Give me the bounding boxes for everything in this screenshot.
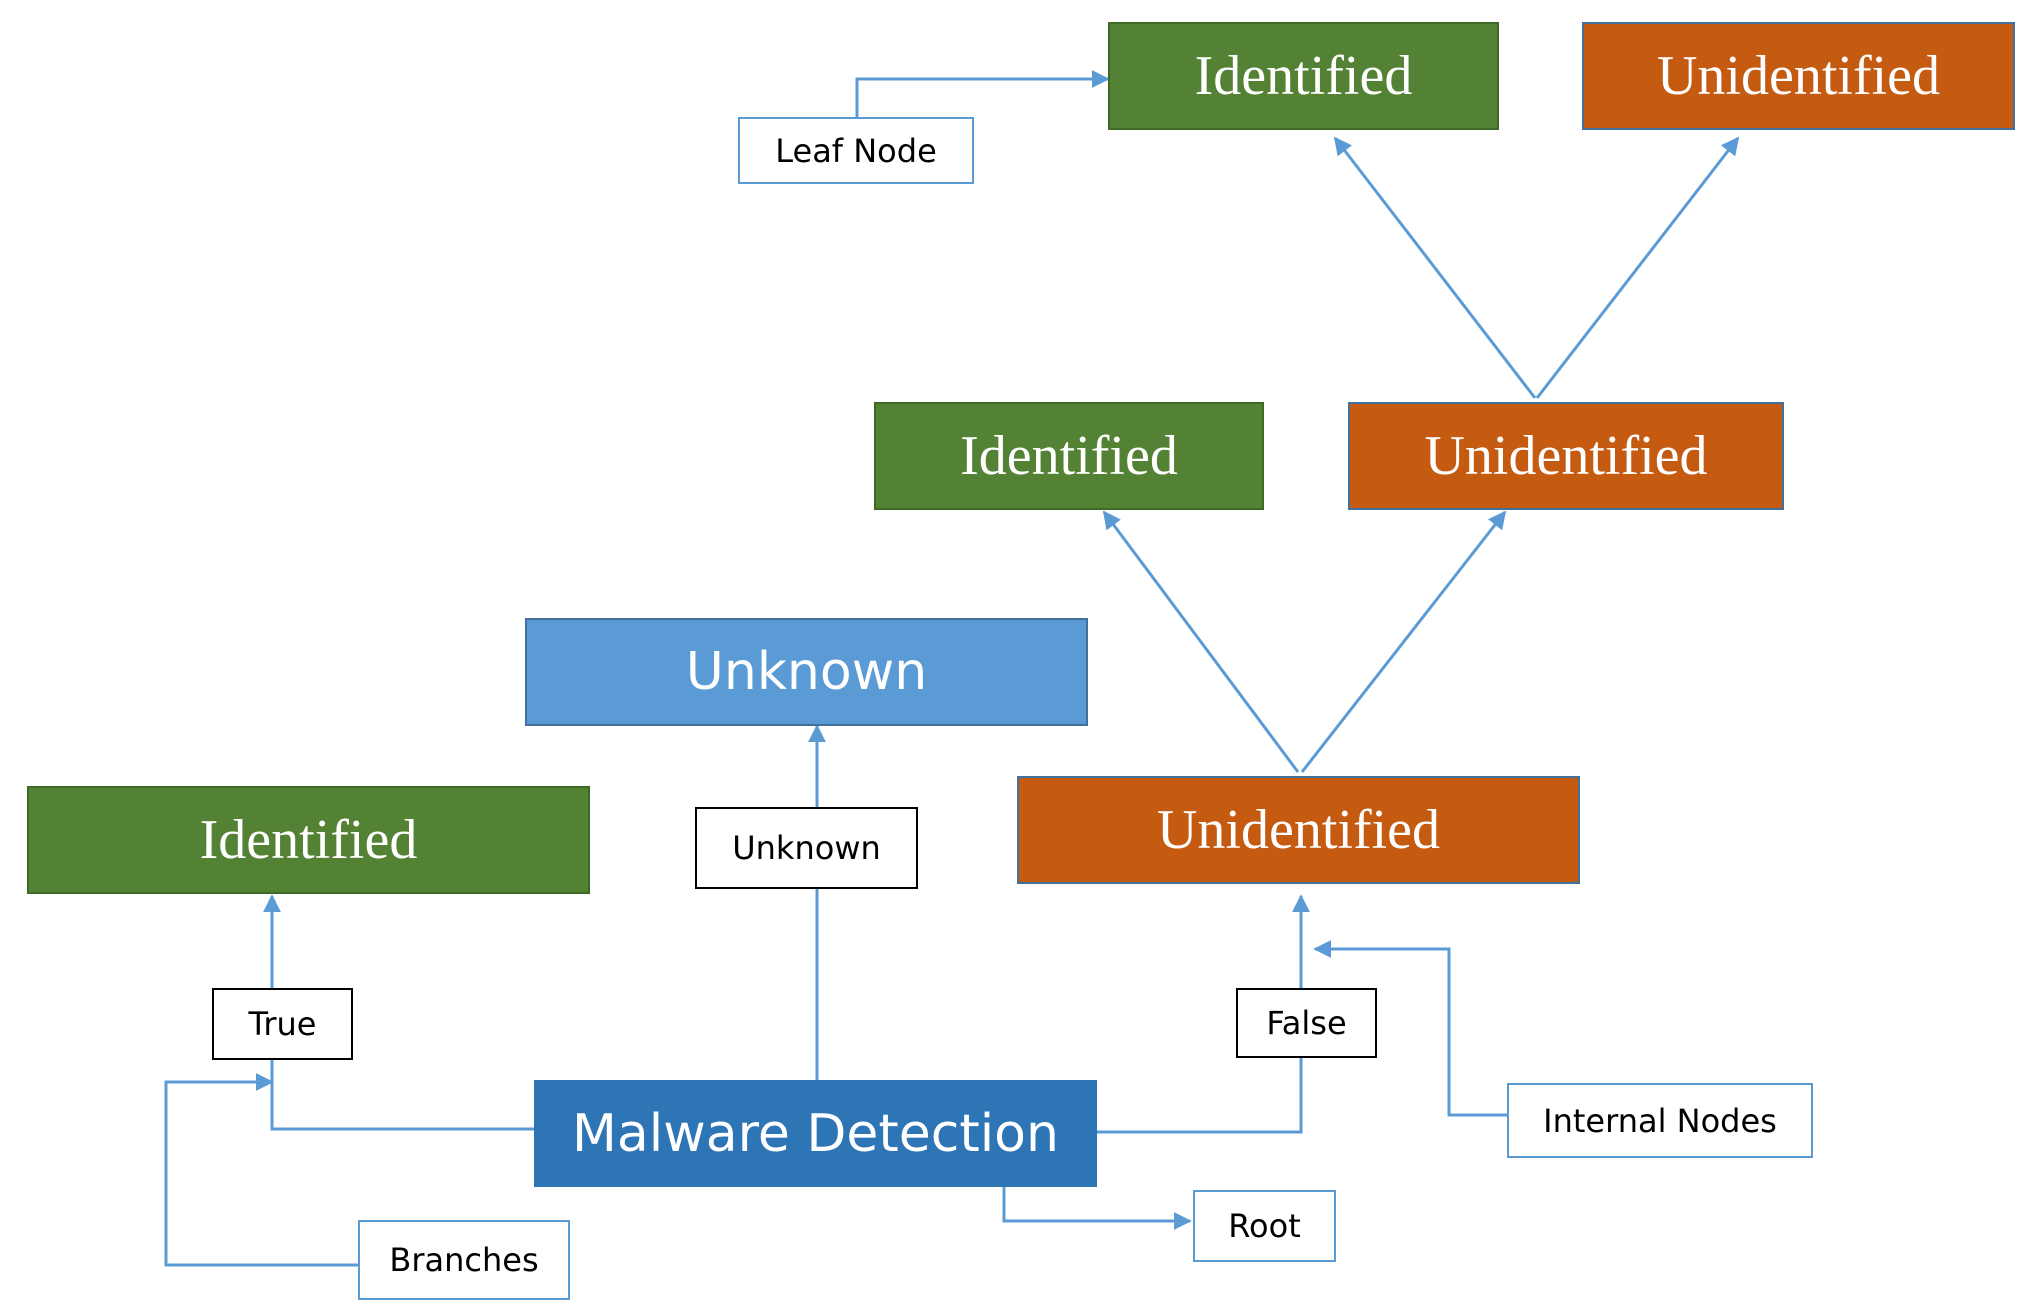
root-node-malware-detection: Malware Detection bbox=[534, 1080, 1097, 1187]
annotation-branches: Branches bbox=[358, 1220, 570, 1300]
unidentified-node-mid: Unidentified bbox=[1017, 776, 1580, 884]
edge-label-true: True bbox=[212, 988, 353, 1060]
pointer-root bbox=[1002, 1187, 1192, 1230]
pointer-leaf-node bbox=[855, 70, 1110, 117]
identified-node-left: Identified bbox=[27, 786, 590, 894]
edge-unidentified-mid-to-unidentified-upper bbox=[1300, 510, 1507, 773]
annotation-internal-nodes: Internal Nodes bbox=[1507, 1083, 1813, 1158]
pointer-branches bbox=[164, 1073, 358, 1267]
unidentified-node-top: Unidentified bbox=[1582, 22, 2015, 130]
edge-unidentified-upper-to-unidentified-top bbox=[1535, 136, 1740, 399]
edge-label-false: False bbox=[1236, 988, 1377, 1058]
edge-root-to-unidentified-mid bbox=[1097, 894, 1310, 1134]
identified-node-top: Identified bbox=[1108, 22, 1499, 130]
edge-root-to-identified-left bbox=[263, 894, 534, 1131]
unidentified-node-upper: Unidentified bbox=[1348, 402, 1784, 510]
edge-unidentified-mid-to-identified-mid bbox=[1102, 510, 1300, 773]
annotation-root: Root bbox=[1193, 1190, 1336, 1262]
edge-label-unknown: Unknown bbox=[695, 807, 918, 889]
identified-node-mid: Identified bbox=[874, 402, 1264, 510]
edge-unidentified-upper-to-identified-top bbox=[1333, 136, 1537, 399]
unknown-node: Unknown bbox=[525, 618, 1088, 726]
annotation-leaf-node: Leaf Node bbox=[738, 117, 974, 184]
pointer-internal-nodes bbox=[1313, 940, 1507, 1117]
